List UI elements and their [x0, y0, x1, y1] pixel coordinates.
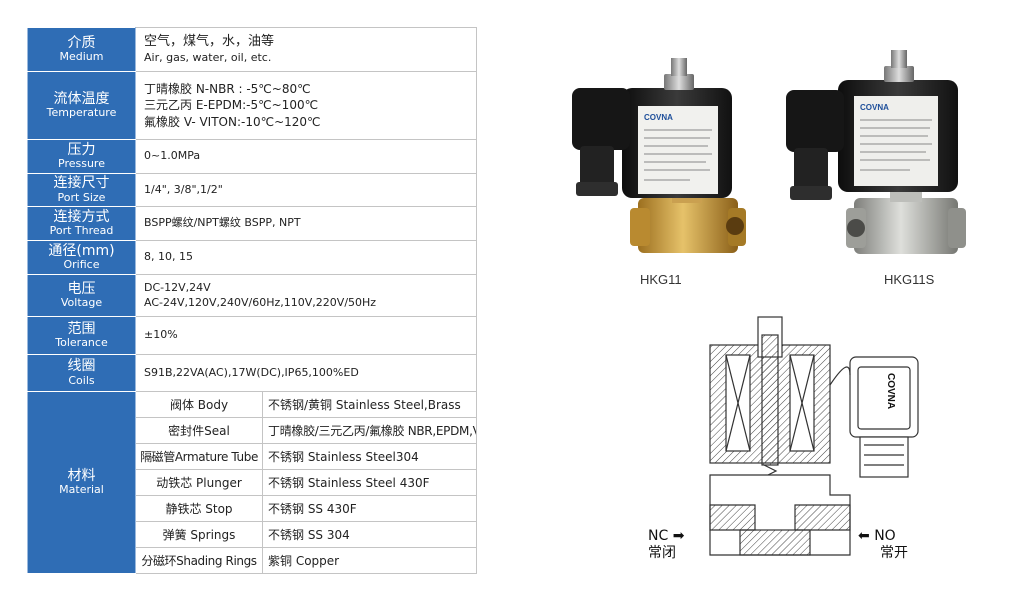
row-label-orifice: 通径(mm)Orifice — [27, 240, 136, 275]
row-value-voltage: DC-12V,24V AC-24V,120V,240V/60Hz,110V,22… — [135, 274, 477, 317]
material-part: 密封件Seal — [135, 417, 263, 444]
material-spec: 不锈钢 SS 304 — [262, 521, 477, 548]
material-spec: 不锈钢/黄铜 Stainless Steel,Brass — [262, 391, 477, 418]
model-caption-hkg11: HKG11 — [640, 272, 682, 287]
table-row: 弹簧 Springs 不锈钢 SS 304 — [28, 521, 477, 548]
row-value-port-thread: BSPP螺纹/NPT螺纹 BSPP, NPT — [135, 206, 477, 241]
material-spec: 不锈钢 Stainless Steel 430F — [262, 469, 477, 496]
material-part: 阀体 Body — [135, 391, 263, 418]
material-part: 弹簧 Springs — [135, 521, 263, 548]
row-value-pressure: 0~1.0MPa — [135, 139, 477, 174]
table-row: 静铁芯 Stop 不锈钢 SS 430F — [28, 495, 477, 522]
coil-label-brand: COVNA — [860, 103, 889, 112]
right-arrow-icon: ➡ — [672, 528, 685, 544]
table-row: 通径(mm)Orifice 8, 10, 15 — [27, 240, 477, 275]
material-part: 隔磁管Armature Tube — [135, 443, 263, 470]
left-arrow-icon: ⬅ — [858, 528, 870, 544]
table-row: 分磁环Shading Rings 紫铜 Copper — [28, 547, 477, 574]
table-row: 密封件Seal 丁晴橡胶/三元乙丙/氟橡胶 NBR,EPDM,VITON — [28, 417, 477, 444]
nc-label: NC ➡ 常闭 — [648, 528, 685, 561]
row-value-coils: S91B,22VA(AC),17W(DC),IP65,100%ED — [135, 354, 477, 392]
diagram-brand: COVNA — [885, 373, 896, 409]
row-value-port-size: 1/4", 3/8",1/2" — [135, 173, 477, 207]
material-spec: 紫铜 Copper — [262, 547, 477, 574]
product-photo-hkg11: COVNA — [572, 58, 746, 253]
coil-label-brand: COVNA — [644, 113, 673, 122]
material-spec: 不锈钢 Stainless Steel304 — [262, 443, 477, 470]
material-part: 动铁芯 Plunger — [135, 469, 263, 496]
cross-section-diagram: COVNA — [709, 316, 919, 556]
material-spec: 丁晴橡胶/三元乙丙/氟橡胶 NBR,EPDM,VITON — [262, 417, 477, 444]
table-row: 动铁芯 Plunger 不锈钢 Stainless Steel 430F — [28, 469, 477, 496]
row-value-orifice: 8, 10, 15 — [135, 240, 477, 275]
table-row: 隔磁管Armature Tube 不锈钢 Stainless Steel304 — [28, 443, 477, 470]
row-value-tolerance: ±10% — [135, 316, 477, 355]
row-value-temperature: 丁晴橡胶 N-NBR : -5℃~80℃ 三元乙丙 E-EPDM:-5℃~100… — [135, 71, 477, 140]
model-caption-hkg11s: HKG11S — [884, 272, 935, 287]
material-spec: 不锈钢 SS 430F — [262, 495, 477, 522]
material-part: 分磁环Shading Rings — [135, 547, 263, 574]
product-photo-hkg11s: COVNA — [786, 50, 966, 254]
material-part: 静铁芯 Stop — [135, 495, 263, 522]
no-label: ⬅ NO 常开 — [858, 528, 908, 561]
